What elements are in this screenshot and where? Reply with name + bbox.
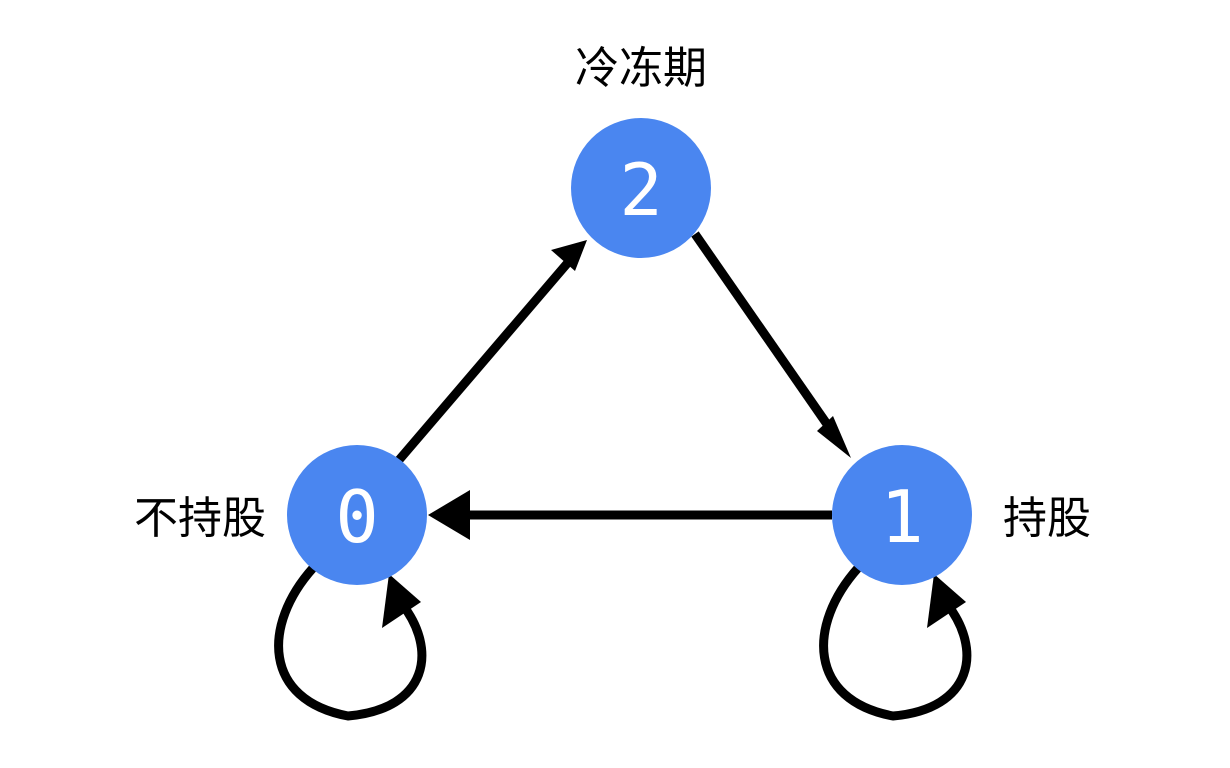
node-2-label: 2 — [619, 148, 662, 232]
edge-0-self-loop-arrowhead — [382, 574, 421, 628]
node-2-caption: 冷冻期 — [575, 43, 707, 94]
edge-0-to-2 — [395, 240, 587, 463]
node-1-caption: 持股 — [1003, 493, 1091, 544]
node-1-label: 1 — [880, 475, 923, 559]
edge-1-self-loop-arrowhead — [927, 574, 966, 628]
node-0-circle[interactable] — [287, 445, 427, 585]
edge-0-self-loop-path — [274, 563, 427, 721]
edge-0-to-2-line — [395, 249, 581, 463]
edge-2-to-1 — [691, 231, 851, 458]
edge-0-to-2-arrowhead — [551, 240, 587, 271]
node-1[interactable]: 1 — [832, 445, 972, 585]
node-1-circle[interactable] — [832, 445, 972, 585]
node-2[interactable]: 2 — [571, 118, 711, 258]
node-0-label: 0 — [335, 475, 378, 559]
edge-0-to-0-self-loop — [274, 563, 427, 721]
edge-1-to-0 — [428, 490, 832, 540]
edge-2-to-1-arrowhead — [817, 416, 851, 458]
node-0[interactable]: 0 — [287, 445, 427, 585]
edge-2-to-1-line — [691, 231, 842, 443]
node-0-caption: 不持股 — [134, 493, 266, 544]
edge-1-to-1-self-loop — [819, 563, 972, 721]
node-2-circle[interactable] — [571, 118, 711, 258]
edge-1-to-0-arrowhead — [428, 490, 470, 540]
edge-1-self-loop-path — [819, 563, 972, 721]
